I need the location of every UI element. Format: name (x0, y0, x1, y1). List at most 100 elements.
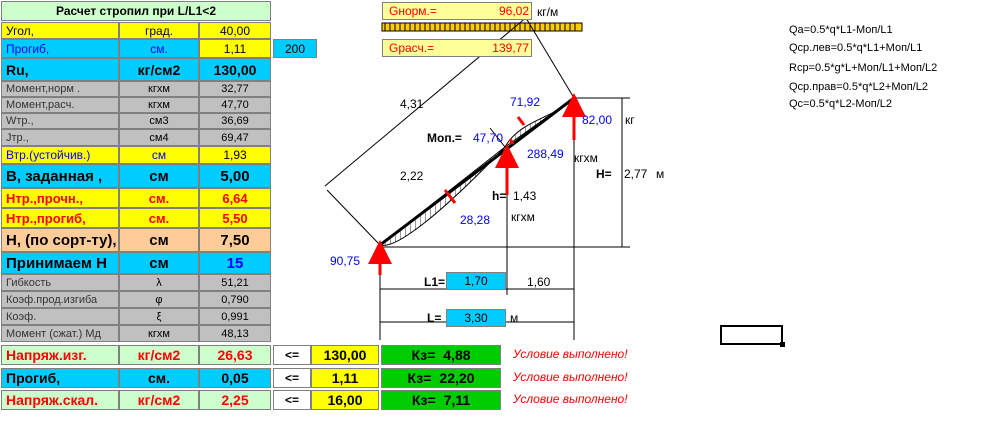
check-label: Напряж.изг. (1, 345, 119, 365)
check-label: Напряж.скал. (1, 390, 119, 410)
h-big-value-text: 2,77 (624, 167, 648, 181)
moment-peak-line (489, 127, 506, 148)
h-small-value-text: 1,43 (513, 189, 537, 203)
safety-factor-value: 4,88 (443, 347, 471, 363)
active-cell-cursor[interactable] (720, 325, 785, 347)
row-value[interactable]: 51,21 (199, 274, 271, 291)
row-label: Момент,норм . (1, 81, 119, 97)
grasch-box: Gрасч.= 139,77 (382, 39, 532, 57)
table-row: Угол,град.40,00 (1, 22, 501, 39)
table-title: Расчет стропил при L/L1<2 (1, 1, 271, 21)
row-label: Н, (по сорт-ту), (1, 228, 119, 252)
check-operator: <= (273, 390, 311, 410)
row-value[interactable]: 6,64 (199, 188, 271, 208)
formula-text: Qa=0.5*q*L1-Моп/L1 (789, 24, 893, 36)
safety-factor-value: 22,20 (439, 370, 475, 386)
formula-text: Qc=0.5*q*L2-Моп/L2 (789, 98, 893, 110)
l1-value-box[interactable]: 1,70 (446, 272, 506, 290)
check-limit[interactable]: 130,00 (311, 345, 379, 365)
row-unit: ξ (119, 308, 199, 325)
row-label: Момент (сжат.) Мд (1, 325, 119, 342)
row-value[interactable]: 130,00 (199, 58, 271, 81)
safety-factor: Кз=4,88 (381, 345, 501, 365)
l2-value-text: 1,60 (527, 275, 551, 289)
safety-factor: Кз=7,11 (381, 390, 501, 410)
l-value-box[interactable]: 3,30 (446, 309, 506, 327)
row-unit: кгхм (119, 81, 199, 97)
l-unit-text: м (510, 311, 518, 325)
l-value: 3,30 (464, 311, 488, 325)
row-label: Jтр., (1, 129, 119, 146)
row-value[interactable]: 1,93 (199, 146, 271, 164)
row-label: Принимаем Н (1, 252, 119, 274)
check-unit: см. (119, 368, 199, 388)
row-unit: см (119, 228, 199, 252)
dim-ext-top (525, 17, 575, 99)
check-value[interactable]: 2,25 (199, 390, 271, 410)
row-value[interactable]: 5,50 (199, 208, 271, 228)
check-limit[interactable]: 16,00 (311, 390, 379, 410)
check-operator: <= (273, 345, 311, 365)
row-unit: кг/см2 (119, 58, 199, 81)
gnorm-label: Gнорм.= (389, 4, 437, 18)
row-value[interactable]: 5,00 (199, 164, 271, 188)
row-label: Ru, (1, 58, 119, 81)
l1-label-text: L1= (424, 275, 445, 289)
grasch-value: 139,77 (492, 41, 529, 55)
h-big-unit-text: м (656, 167, 664, 181)
row-value[interactable]: 1,11 (199, 39, 271, 58)
reaction-top-unit-text: кг (625, 113, 635, 127)
h-big-label-text: Н= (596, 167, 612, 181)
check-operator: <= (273, 368, 311, 388)
row-label: Wтр., (1, 113, 119, 129)
moment-marker-peak (508, 138, 515, 145)
moment-marker-upper (516, 116, 526, 126)
row-value[interactable]: 36,69 (199, 113, 271, 129)
row-value[interactable]: 32,77 (199, 81, 271, 97)
fill-handle[interactable] (780, 342, 785, 347)
check-value[interactable]: 0,05 (199, 368, 271, 388)
row-value[interactable]: 47,70 (199, 97, 271, 113)
h-small-label-text: h= (492, 189, 506, 203)
table-row: Нтр.,прогиб,см.5,50 (1, 208, 501, 228)
gnorm-box: Gнорм.= 96,02 (382, 2, 532, 20)
check-limit[interactable]: 1,11 (311, 368, 379, 388)
row-label: Нтр.,прочн., (1, 188, 119, 208)
row-unit: см. (119, 39, 199, 58)
row-unit: λ (119, 274, 199, 291)
load-bar (381, 22, 583, 32)
row-value[interactable]: 48,13 (199, 325, 271, 342)
mop-label-text: Моп.= (427, 131, 462, 145)
title-row: Расчет стропил при L/L1<2 (1, 1, 501, 21)
row-unit: кгхм (119, 325, 199, 342)
deflection-ratio[interactable]: 200 (273, 39, 317, 58)
l1-value: 1,70 (464, 274, 488, 288)
formula-text: Qср.лев=0.5*q*L1+Моп/L1 (789, 42, 923, 54)
row-value[interactable]: 0,991 (199, 308, 271, 325)
m-support-top-text: 71,92 (510, 95, 540, 109)
row-label: Втр.(устойчив.) (1, 146, 119, 164)
gnorm-unit: кг/м (537, 5, 559, 19)
check-value[interactable]: 26,63 (199, 345, 271, 365)
row-value[interactable]: 15 (199, 252, 271, 274)
row-value[interactable]: 7,50 (199, 228, 271, 252)
row-label: Прогиб, (1, 39, 119, 58)
row-value[interactable]: 0,790 (199, 291, 271, 308)
row-value[interactable]: 40,00 (199, 22, 271, 39)
span-moment-text: 28,28 (460, 213, 490, 227)
row-value[interactable]: 69,47 (199, 129, 271, 146)
